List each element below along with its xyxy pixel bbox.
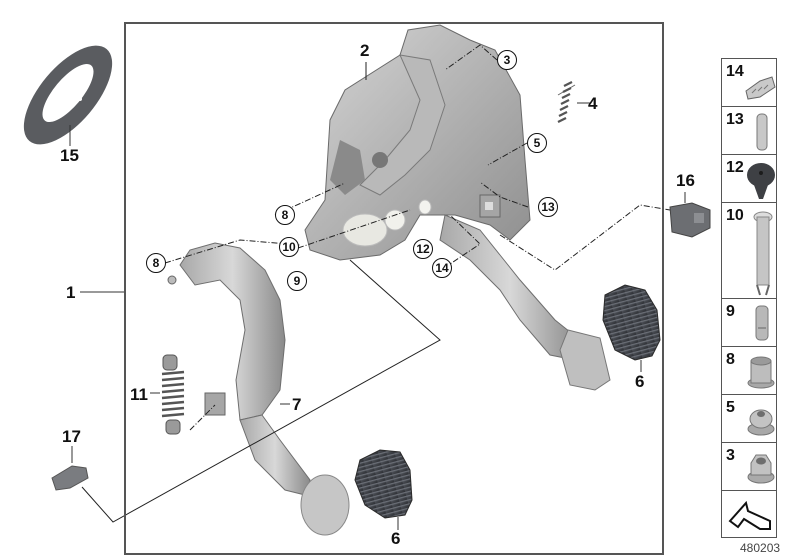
callout-14: 14 (432, 258, 452, 278)
pedal-pad-part-6-lower (354, 449, 413, 530)
side-part-13: 13 (721, 106, 777, 154)
label-1: 1 (66, 283, 76, 302)
label-6-lower: 6 (391, 529, 401, 548)
long-pin-icon (753, 211, 773, 296)
side-part-arrow (721, 490, 777, 538)
side-part-9: 9 (721, 298, 777, 346)
side-part-8: 8 (721, 346, 777, 394)
label-11: 11 (130, 385, 148, 404)
bushing-icon (747, 356, 775, 389)
damper-spring-part-11 (150, 354, 185, 435)
callout-9: 9 (287, 271, 307, 291)
label-2: 2 (360, 41, 370, 60)
label-7: 7 (292, 395, 302, 414)
short-pin-icon (755, 305, 769, 341)
side-part-5: 5 (721, 394, 777, 442)
label-6-upper: 6 (635, 372, 645, 391)
switch-part-16 (669, 192, 711, 238)
pedal-pad-part-6-upper (602, 284, 661, 372)
pedal-bracket-part-2 (304, 24, 611, 391)
callout-8-lower: 8 (146, 253, 166, 273)
side-part-14: 14 (721, 58, 777, 106)
clip-icon (745, 76, 776, 100)
pin-icon (756, 113, 768, 151)
sensor-part-17 (51, 446, 89, 491)
catalog-code: 480203 (740, 541, 781, 555)
label-17: 17 (62, 427, 81, 446)
gasket-part-15 (23, 45, 113, 146)
grommet-icon (747, 409, 775, 436)
label-4: 4 (588, 94, 598, 113)
label-16: 16 (676, 171, 695, 190)
label-15: 15 (60, 146, 79, 165)
hex-nut-icon (747, 454, 775, 484)
callout-13: 13 (538, 197, 558, 217)
callout-12: 12 (413, 239, 433, 259)
clutch-pedal-part-7 (167, 242, 350, 536)
direction-arrow-icon (728, 500, 771, 530)
callout-8-upper: 8 (275, 205, 295, 225)
callout-5: 5 (527, 133, 547, 153)
spring-part-4 (557, 81, 590, 123)
main-assembly-frame (124, 22, 664, 555)
callout-3: 3 (497, 50, 517, 70)
rivet-plug-icon (747, 163, 775, 199)
side-part-3: 3 (721, 442, 777, 490)
leader-lines (81, 62, 441, 523)
side-part-10: 10 (721, 202, 777, 298)
side-part-12: 12 (721, 154, 777, 202)
callout-10: 10 (279, 237, 299, 257)
